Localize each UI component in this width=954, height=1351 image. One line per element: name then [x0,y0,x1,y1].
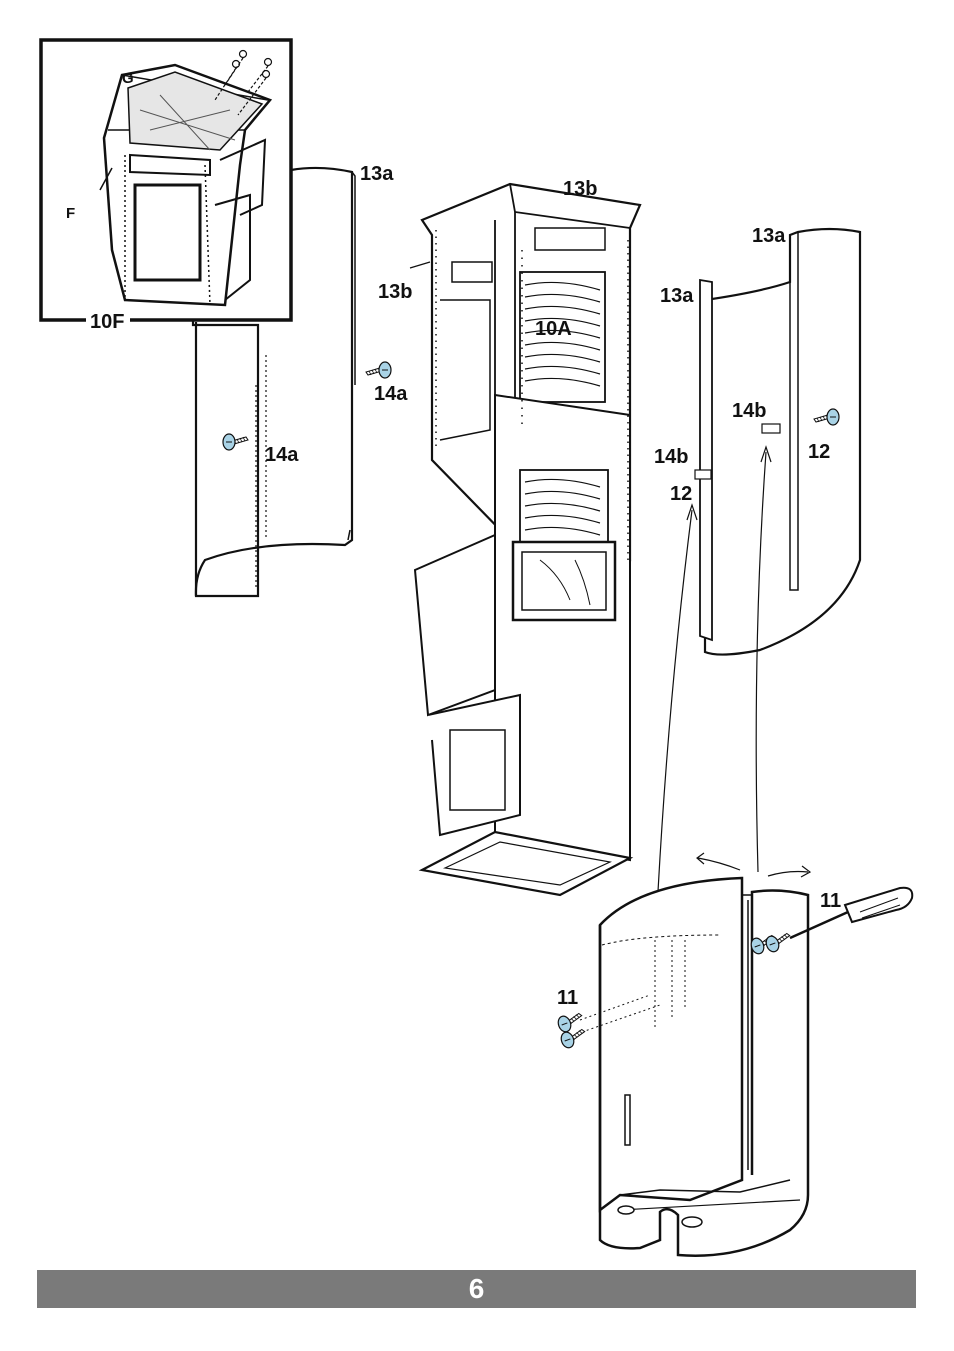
label-14a-top: 14a [374,383,408,405]
label-13a-left: 13a [360,163,394,185]
label-13b-top: 13b [563,178,597,200]
bottom-cover-assembly: 11 11 [555,876,914,1257]
chimney-frame: 13b 13b 10A [378,178,642,897]
right-cover-panel: 13a 13a 14b 14b 12 12 [654,225,862,656]
label-14b-mid: 14b [732,400,766,422]
page-number-bar: 6 [37,1270,916,1308]
label-g: G [122,70,134,87]
screwdriver-icon [789,886,914,940]
label-10a: 10A [535,318,572,340]
label-12-left: 12 [670,483,692,505]
label-11-screwdriver: 11 [820,890,841,912]
left-cover-panel: 13a 14a 14a [191,163,408,598]
page-number: 6 [468,1273,485,1304]
label-14b-left: 14b [654,446,688,468]
label-13a-right-mid: 13a [660,285,694,307]
inset-detail-10f: G F 10F [39,38,293,333]
label-14a-left: 14a [265,444,299,466]
label-12-right: 12 [808,441,830,463]
label-13a-right-top: 13a [752,225,786,247]
label-11-screws: 11 [557,987,578,1009]
label-10f: 10F [90,311,124,333]
label-13b-side: 13b [378,281,412,303]
assembly-arrows [656,445,812,911]
label-f: F [66,205,75,222]
